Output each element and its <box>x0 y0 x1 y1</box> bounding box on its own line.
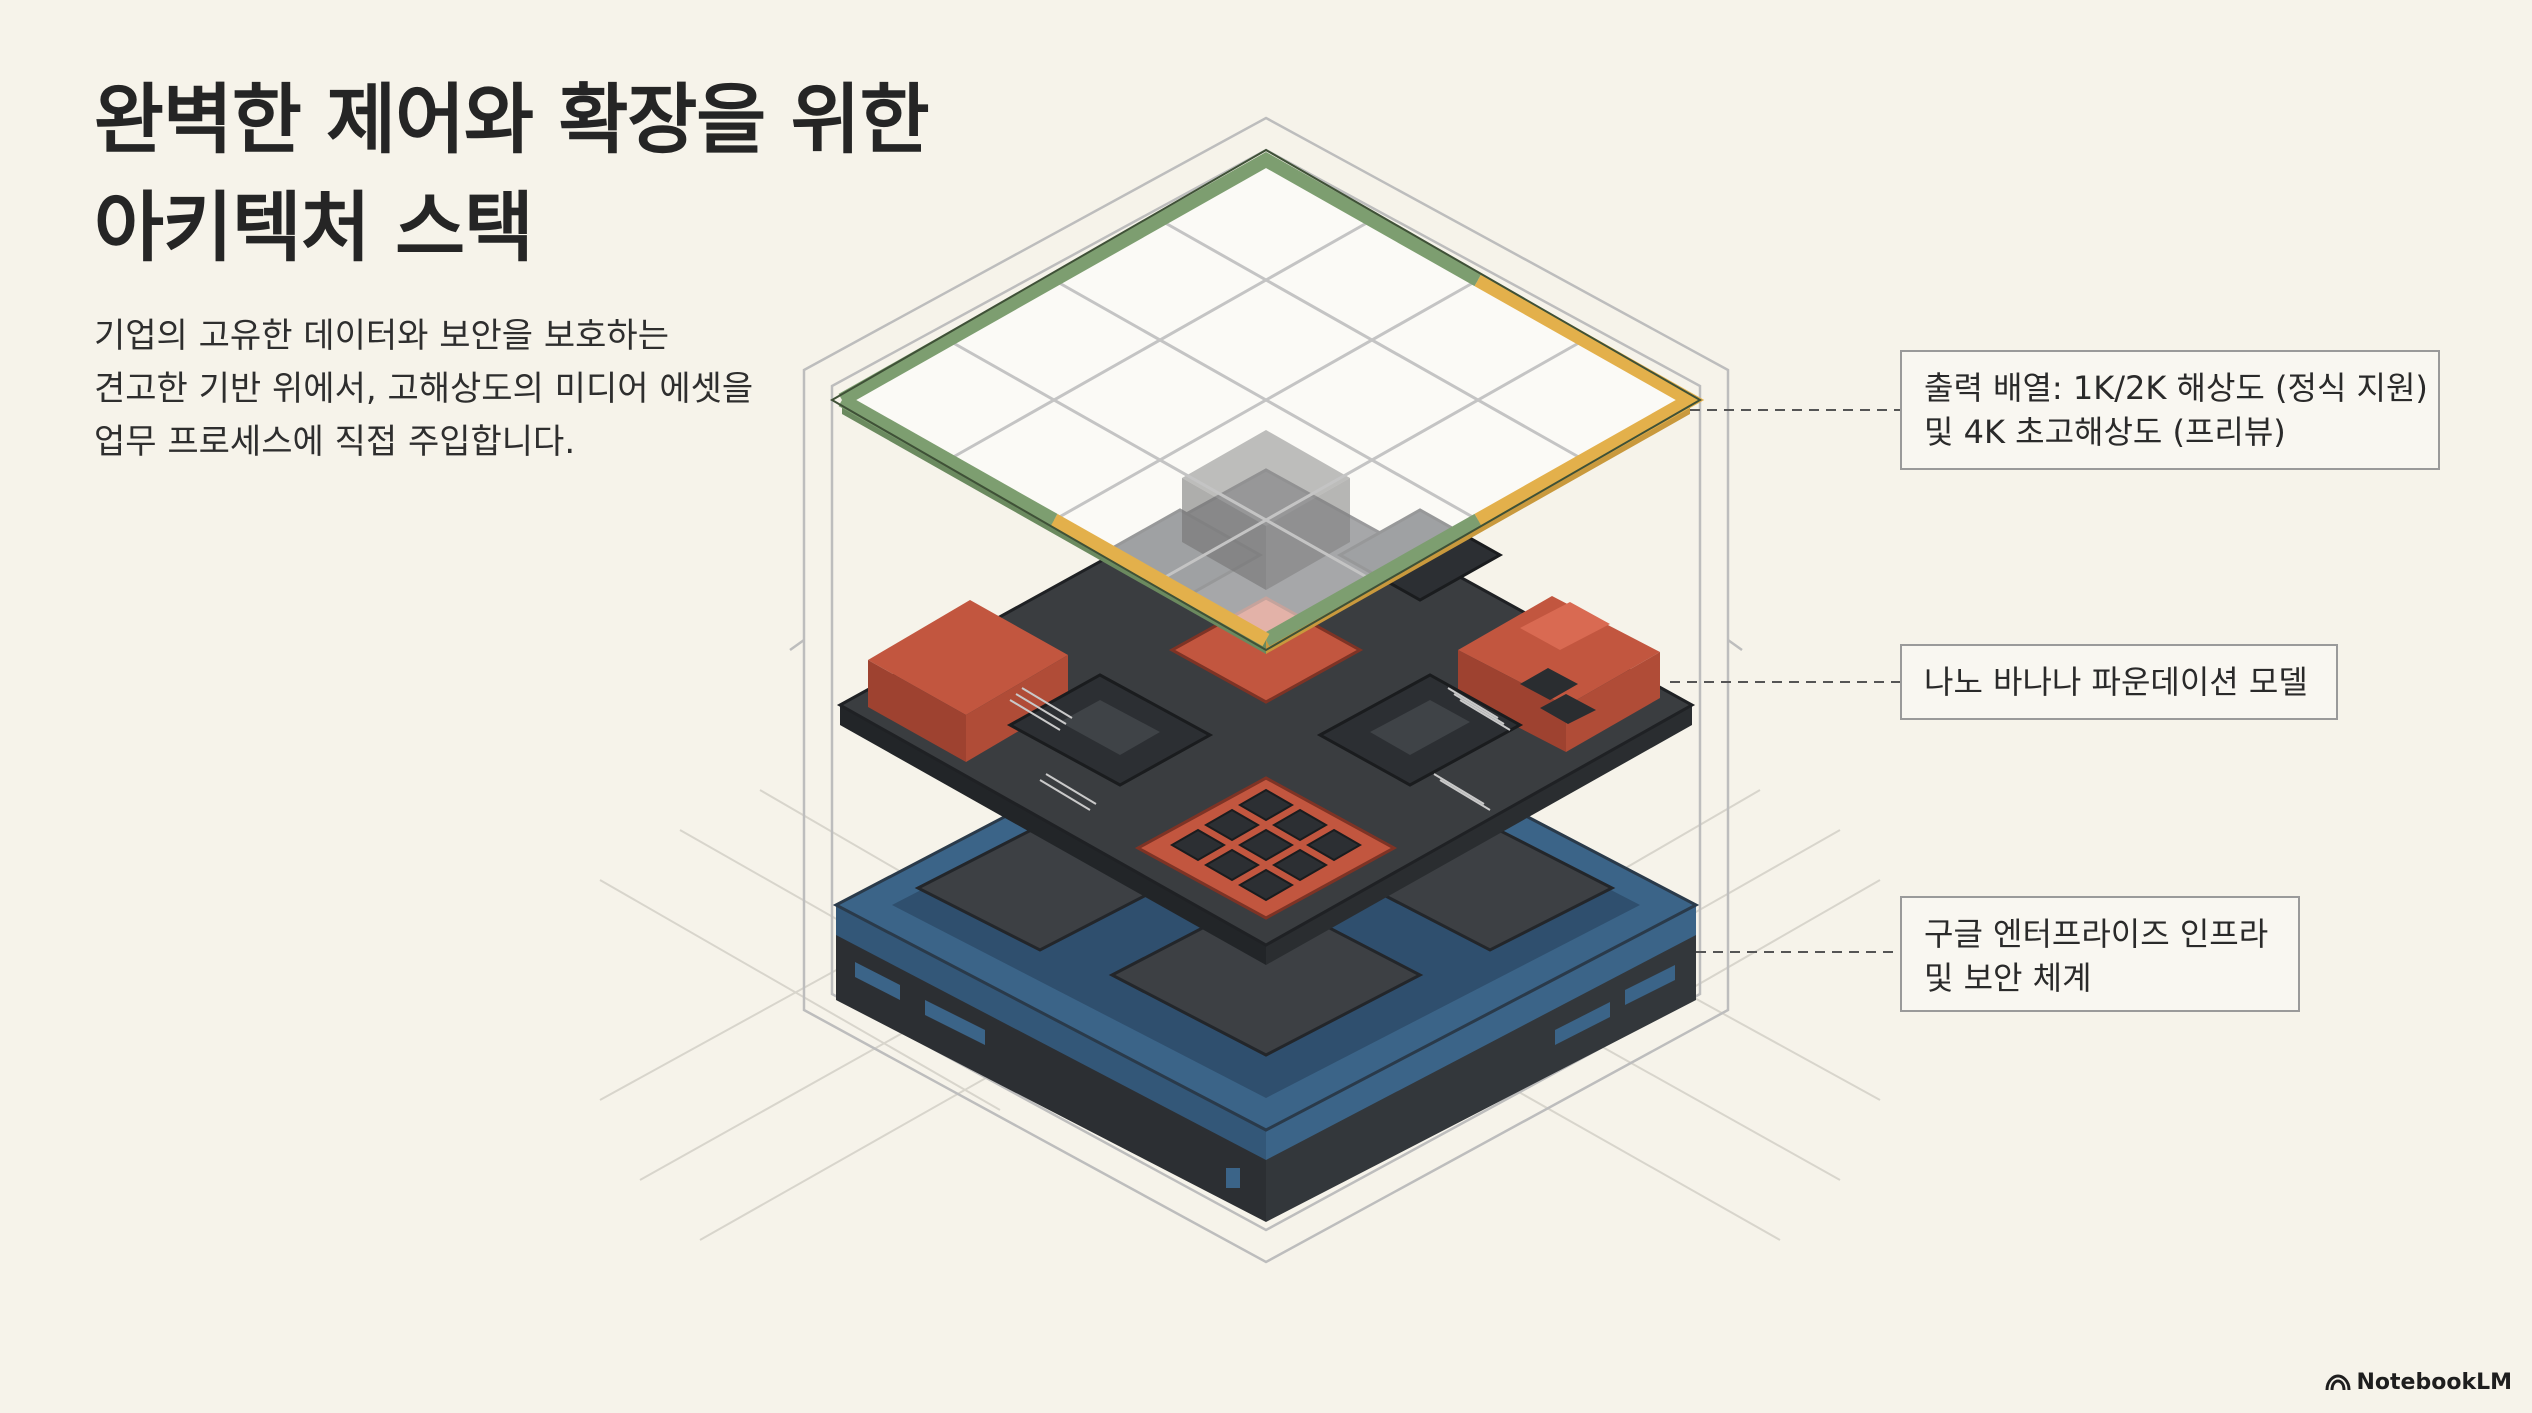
stack-outline <box>789 116 1743 1264</box>
output-array-layer <box>829 148 1705 654</box>
notebooklm-logo-icon <box>2325 1373 2351 1390</box>
title-line-1: 완벽한 제어와 확장을 위한 <box>94 75 930 164</box>
callout-bottom-line-1: 구글 엔터프라이즈 인프라 <box>1924 915 2269 953</box>
description-line-1: 기업의 고유한 데이터와 보안을 보호하는 <box>94 316 669 356</box>
callout-enterprise-infra: 구글 엔터프라이즈 인프라 및 보안 체계 <box>1900 896 2300 1012</box>
page-title: 완벽한 제어와 확장을 위한 아키텍처 스택 <box>94 66 994 282</box>
brand-watermark: NotebookLM <box>2325 1370 2512 1395</box>
description: 기업의 고유한 데이터와 보안을 보호하는 견고한 기반 위에서, 고해상도의 … <box>94 310 814 469</box>
callout-connectors <box>1670 409 1900 953</box>
callout-bottom-line-2: 및 보안 체계 <box>1924 959 2092 997</box>
callout-output-resolution: 출력 배열: 1K/2K 해상도 (정식 지원) 및 4K 초고해상도 (프리뷰… <box>1900 350 2440 470</box>
callout-foundation-model: 나노 바나나 파운데이션 모델 <box>1900 644 2338 720</box>
callout-top-line-1: 출력 배열: 1K/2K 해상도 (정식 지원) <box>1924 369 2428 407</box>
description-line-3: 업무 프로세스에 직접 주입합니다. <box>94 422 576 462</box>
callout-top-line-2: 및 4K 초고해상도 (프리뷰) <box>1924 413 2286 451</box>
description-line-2: 견고한 기반 위에서, 고해상도의 미디어 에셋을 <box>94 369 754 409</box>
title-line-2: 아키텍처 스택 <box>94 183 534 272</box>
callout-middle-line-1: 나노 바나나 파운데이션 모델 <box>1924 663 2308 701</box>
brand-label: NotebookLM <box>2356 1370 2512 1395</box>
